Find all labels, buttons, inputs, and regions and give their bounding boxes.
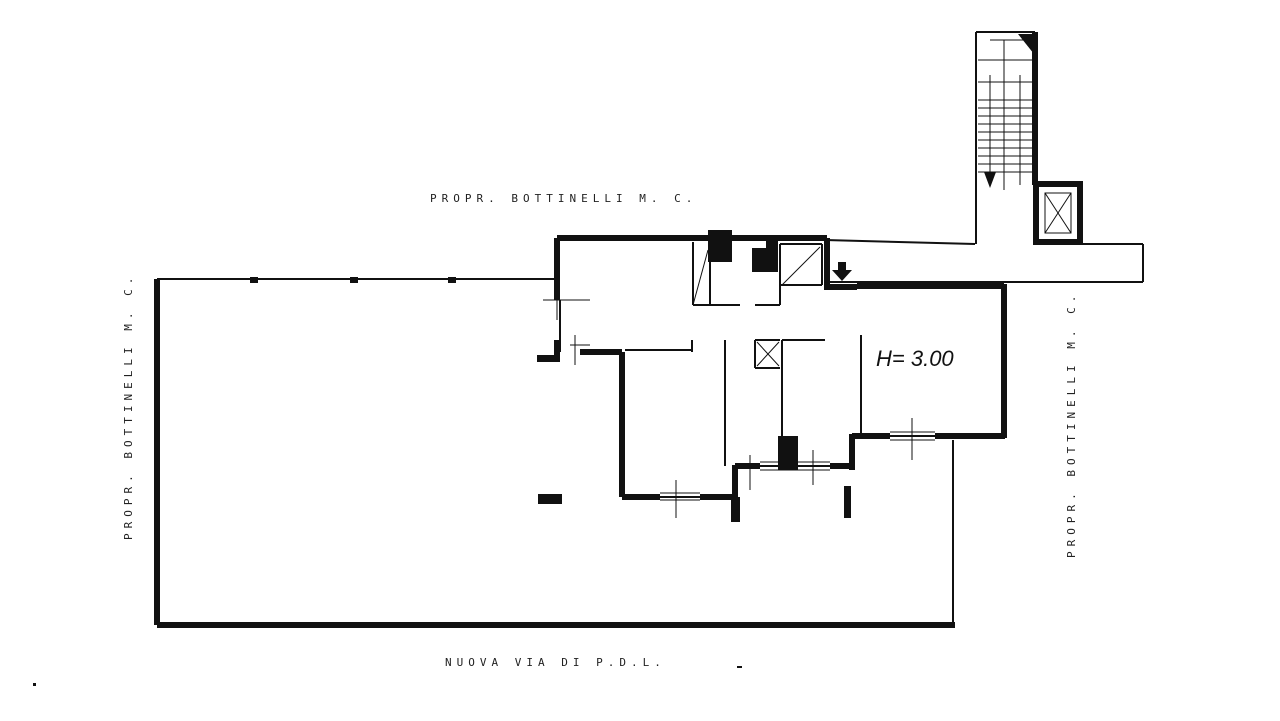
- entrance-arrow-icon: [832, 262, 852, 281]
- ceiling-height-label: H= 3.00: [876, 346, 954, 371]
- label-right: PROPR. BOTTINELLI M. C.: [1065, 291, 1078, 558]
- window-marks: [543, 288, 935, 518]
- stray-mark: [737, 666, 742, 668]
- label-bottom: NUOVA VIA DI P.D.L.: [445, 656, 666, 669]
- building-walls: [537, 235, 1144, 520]
- outer-lot: [154, 277, 955, 628]
- staircase: [975, 31, 1038, 244]
- structural-blocks: [538, 230, 857, 522]
- interior-partitions: [625, 242, 862, 466]
- stray-dot: [33, 683, 36, 686]
- elevator-shaft: [1033, 181, 1083, 245]
- label-top: PROPR. BOTTINELLI M. C.: [430, 192, 697, 205]
- label-left: PROPR. BOTTINELLI M. C.: [122, 273, 135, 540]
